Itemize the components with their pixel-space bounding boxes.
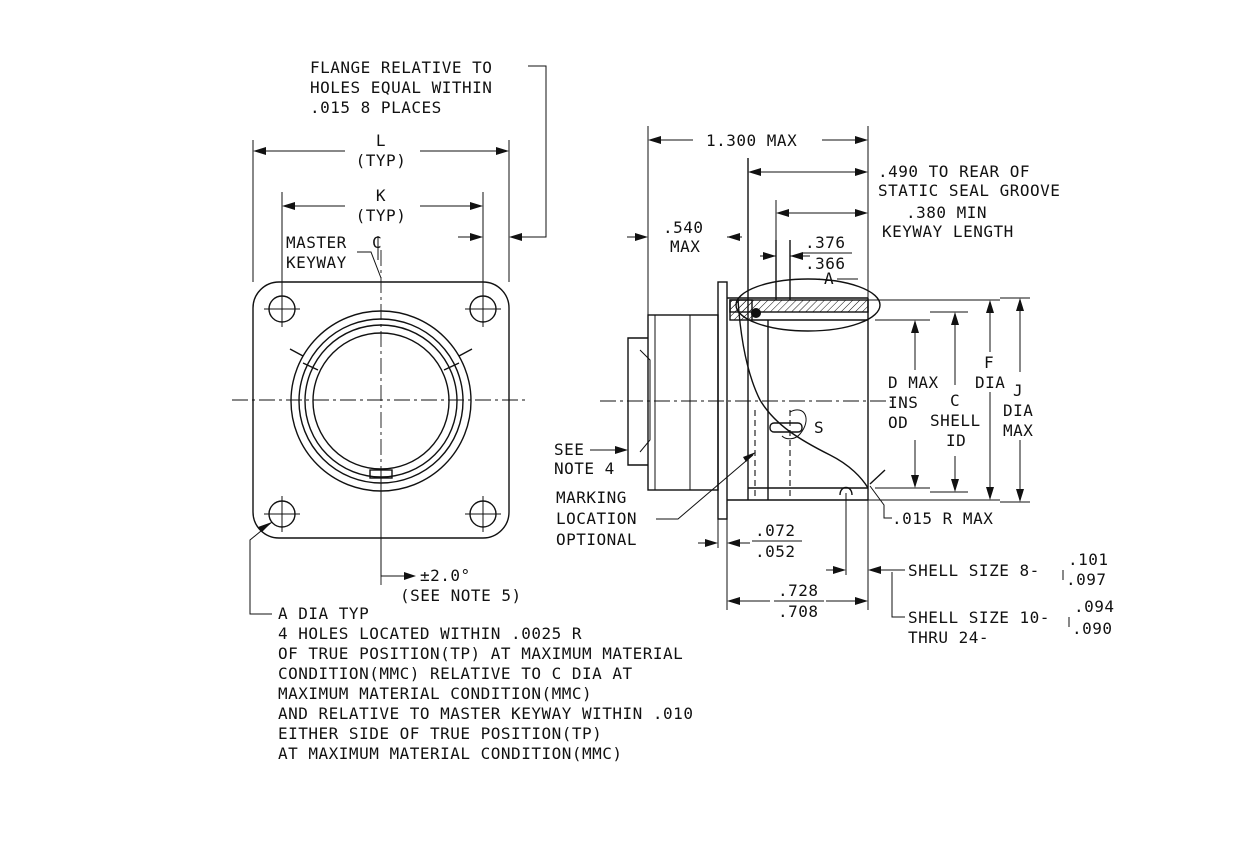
- angle-leader: [380, 470, 410, 577]
- master-keyway-leader: [357, 251, 382, 279]
- marking-leader: [656, 454, 754, 520]
- hole-note-line6: AND RELATIVE TO MASTER KEYWAY WITHIN .01…: [278, 704, 693, 723]
- cutaway-edge: [737, 299, 869, 489]
- dim-L-label: L: [376, 131, 386, 150]
- shell-size-10-upper: .094: [1074, 597, 1115, 616]
- hole-note-line4: CONDITION(MMC) RELATIVE TO C DIA AT: [278, 664, 633, 683]
- marking-line3: OPTIONAL: [556, 530, 637, 549]
- seal-groove-line1: .490 TO REAR OF: [878, 162, 1030, 181]
- shell-size-8-upper: .101: [1068, 550, 1109, 569]
- j-label-line2: DIA: [1003, 401, 1033, 420]
- flange-dim-lower: .052: [755, 542, 796, 561]
- hole-note-leader: [249, 521, 273, 615]
- shell-size-10-thru: THRU 24-: [908, 628, 989, 647]
- f-label-line2: DIA: [975, 373, 1005, 392]
- flange-note-line3: .015 8 PLACES: [310, 98, 442, 117]
- mount-dim-lower: .708: [778, 602, 819, 621]
- c-label-line3: ID: [946, 431, 966, 450]
- flange-note-line1: FLANGE RELATIVE TO: [310, 58, 492, 77]
- marking-line1: MARKING: [556, 488, 627, 507]
- hole-note-line7: EITHER SIDE OF TRUE POSITION(TP): [278, 724, 602, 743]
- pin-s-label: S: [814, 418, 824, 437]
- flange-thickness-line2: MAX: [670, 237, 700, 256]
- pin-s-arrow: [781, 409, 807, 440]
- seal-ring: [751, 308, 761, 318]
- j-label-line1: J: [1013, 381, 1023, 400]
- rear-contact-block: [627, 337, 648, 466]
- front-view: L (TYP) K (TYP) FLANGE RELATIVE TO HOLES…: [232, 58, 693, 763]
- flange-note-line2: HOLES EQUAL WITHIN: [310, 78, 492, 97]
- groove-dim-upper: .376: [805, 233, 846, 252]
- angle-note: (SEE NOTE 5): [400, 586, 522, 605]
- radius-leader: [869, 485, 892, 519]
- master-keyway-label1: MASTER: [286, 233, 347, 252]
- shell-size-10: SHELL SIZE 10-: [908, 608, 1050, 627]
- mount-dim-upper: .728: [778, 581, 819, 600]
- shell-size-10-lower: .090: [1072, 619, 1113, 638]
- j-label-line3: MAX: [1003, 421, 1033, 440]
- rear-insert: [647, 314, 719, 491]
- hole-note-line8: AT MAXIMUM MATERIAL CONDITION(MMC): [278, 744, 623, 763]
- f-label-line1: F: [984, 353, 994, 372]
- angle-tolerance: ±2.0°: [420, 566, 471, 585]
- d-label-line3: OD: [888, 413, 908, 432]
- d-label-line2: INS: [888, 393, 918, 412]
- centerline-symbol: C: [372, 233, 382, 252]
- detail-a-ellipse: [735, 278, 881, 332]
- receptacle-rings: [289, 310, 473, 492]
- see-note-line2: NOTE 4: [554, 459, 615, 478]
- dim-K-typ: (TYP): [356, 206, 407, 225]
- see-note-line1: SEE: [554, 440, 584, 459]
- marking-line2: LOCATION: [556, 509, 637, 528]
- pin-s: [769, 422, 803, 433]
- flange-dim-upper: .072: [755, 521, 796, 540]
- keyway-length-line1: .380 MIN: [906, 203, 987, 222]
- master-keyway-label2: KEYWAY: [286, 253, 347, 272]
- hole-note-line2: 4 HOLES LOCATED WITHIN .0025 R: [278, 624, 582, 643]
- side-flange: [717, 281, 728, 520]
- seal-groove-line2: STATIC SEAL GROOVE: [878, 181, 1060, 200]
- c-label-line2: SHELL: [930, 411, 981, 430]
- d-label-line1: D MAX: [888, 373, 939, 392]
- flange-thickness-line1: .540: [663, 218, 704, 237]
- radius-note: .015 R MAX: [892, 509, 993, 528]
- hole-note-line3: OF TRUE POSITION(TP) AT MAXIMUM MATERIAL: [278, 644, 683, 663]
- c-label-line1: C: [950, 391, 960, 410]
- overall-length: 1.300 MAX: [706, 131, 797, 150]
- keyway-length-line2: KEYWAY LENGTH: [882, 222, 1014, 241]
- shell-size-8: SHELL SIZE 8-: [908, 561, 1040, 580]
- flange-note-leader: [513, 65, 547, 238]
- shell-size-10-leader: [891, 572, 905, 618]
- dim-K-label: K: [376, 186, 386, 205]
- groove-dim-lower: .366: [805, 254, 846, 273]
- hole-note-line1: A DIA TYP: [278, 604, 369, 623]
- hole-note-line5: MAXIMUM MATERIAL CONDITION(MMC): [278, 684, 592, 703]
- dim-L-typ: (TYP): [356, 151, 407, 170]
- side-view: A S 1.300 MAX .490 TO REAR OF STATIC SEA…: [554, 126, 1115, 647]
- detail-a-label: A: [824, 269, 834, 288]
- shell-size-8-lower: .097: [1066, 570, 1107, 589]
